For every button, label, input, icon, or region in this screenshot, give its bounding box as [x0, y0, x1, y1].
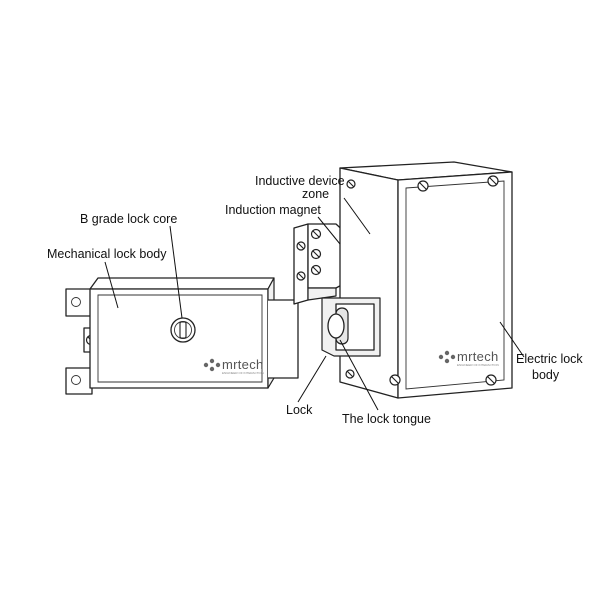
electric-lock-body: mrtech ENGINEER OF INTERACTION — [321, 161, 513, 399]
label-lock: Lock — [286, 403, 313, 417]
mechanical-body-logo: mrtech ENGINEER OF INTERACTION — [203, 357, 264, 375]
label-induction-magnet: Induction magnet — [225, 203, 321, 217]
leader-lock-core — [169, 225, 183, 319]
label-electric-lock-body-cont: body — [532, 368, 560, 382]
leader-lines — [104, 197, 525, 411]
leader-inductive-zone — [343, 197, 371, 235]
leader-electric-body — [499, 321, 525, 358]
callout-labels: Inductive device zone Induction magnet B… — [47, 174, 583, 426]
bracket-upright — [293, 223, 309, 305]
mechanical-body-top-face — [89, 277, 275, 290]
leader-lock — [297, 355, 327, 403]
mechanical-lock-body: mrtech ENGINEER OF INTERACTION — [65, 277, 299, 395]
electric-logo-tagline: ENGINEER OF INTERACTION — [457, 363, 499, 367]
leader-mechanical-body — [104, 261, 119, 309]
electric-logo-text: mrtech — [457, 349, 499, 364]
label-inductive-device-zone: Inductive device — [255, 174, 345, 188]
mounting-plate — [268, 299, 299, 379]
electric-body-front-face — [397, 171, 513, 399]
mechanical-logo-text: mrtech — [222, 357, 264, 372]
lower-mounting-tab — [65, 367, 93, 395]
lower-tab-hole — [71, 375, 81, 385]
lock-tongue-tip — [327, 313, 345, 339]
upper-tab-hole — [71, 297, 81, 307]
leader-lock-tongue — [339, 339, 379, 411]
leader-induction-magnet — [317, 216, 341, 245]
electric-body-left-face — [339, 167, 399, 399]
electric-body-logo: mrtech ENGINEER OF INTERACTION — [438, 349, 499, 367]
label-lock-tongue: The lock tongue — [342, 412, 431, 426]
keyway-icon — [179, 321, 187, 339]
bracket-screw-icon — [296, 228, 322, 281]
magnet-plate-edge — [307, 287, 337, 301]
upper-mounting-tab — [65, 288, 93, 317]
electric-corner-screw-icon — [345, 175, 499, 386]
label-mechanical-lock-body: Mechanical lock body — [47, 247, 167, 261]
front-panel-inset — [97, 294, 263, 383]
electric-front-inset — [405, 180, 505, 390]
mechanical-logo-tagline: ENGINEER OF INTERACTION — [222, 371, 264, 375]
label-inductive-device-zone-cont: zone — [302, 187, 329, 201]
label-electric-lock-body: Electric lock — [516, 352, 583, 366]
label-b-grade-lock-core: B grade lock core — [80, 212, 177, 226]
